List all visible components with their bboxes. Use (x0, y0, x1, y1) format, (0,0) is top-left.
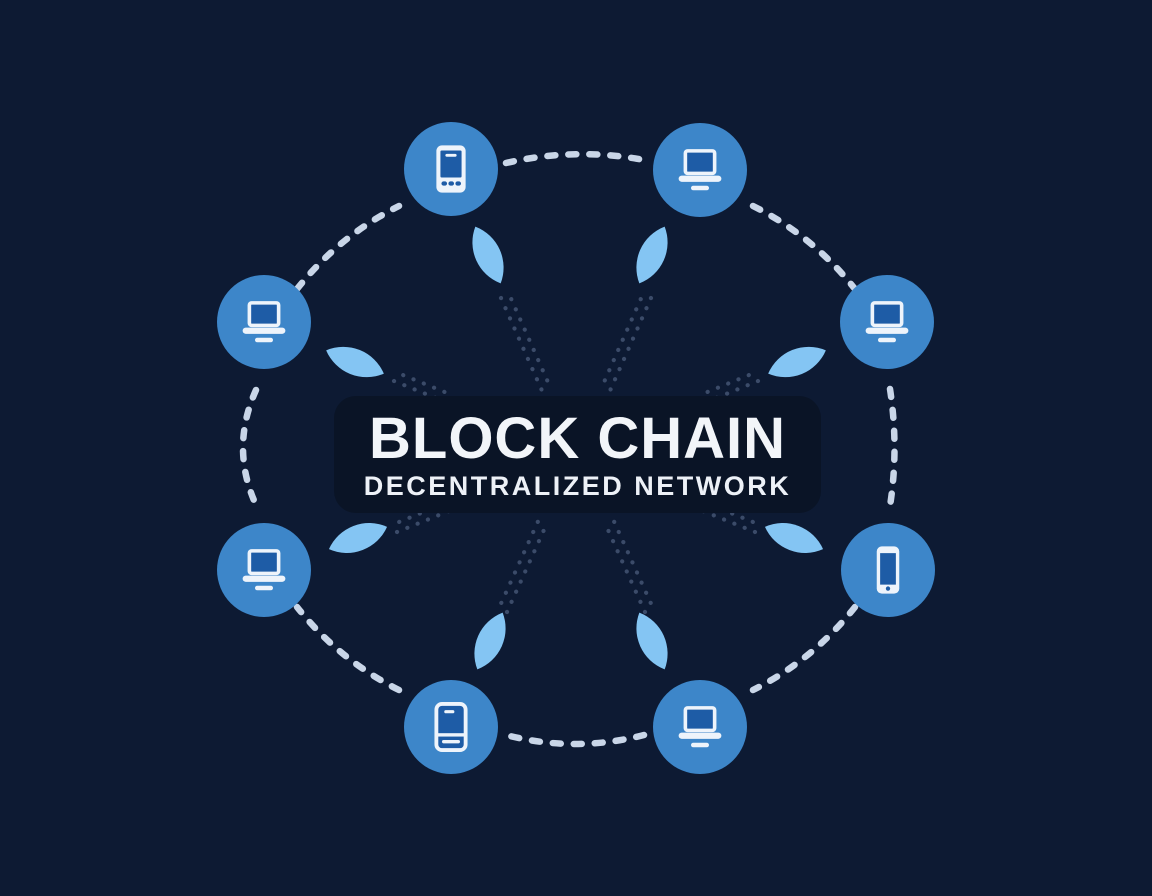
tablet-icon (434, 702, 468, 752)
dashed-arc-top-left (293, 202, 403, 293)
node-laptop-left-upper (217, 275, 311, 369)
node-laptop-top-right (653, 123, 747, 217)
smartphone-buttons-icon (436, 145, 466, 193)
dot-trails (391, 291, 761, 615)
page-title: BLOCK CHAIN (369, 405, 786, 471)
laptop-icon (242, 301, 286, 343)
dashed-arc-bottom-left (293, 603, 403, 694)
dashed-arc-left (239, 386, 260, 509)
node-tablet-bottom-left (404, 680, 498, 774)
page-subtitle: DECENTRALIZED NETWORK (363, 470, 792, 501)
dashed-arc-top-right (749, 202, 859, 293)
laptop-icon (242, 549, 286, 591)
smartphone-icon (876, 546, 900, 594)
dashed-arc-bottom-right (749, 603, 859, 694)
title-panel: BLOCK CHAIN DECENTRALIZED NETWORK (334, 396, 821, 513)
node-laptop-right-upper (840, 275, 934, 369)
dashed-arc-bottom (502, 731, 648, 748)
dashed-arc-right (886, 385, 898, 510)
node-laptop-bottom-right (653, 680, 747, 774)
node-smartphone-top-left (404, 122, 498, 216)
laptop-icon (678, 706, 722, 748)
laptop-icon (865, 301, 909, 343)
node-laptop-left-lower (217, 523, 311, 617)
dashed-arc-top (502, 150, 648, 167)
laptop-icon (678, 149, 722, 191)
node-smartphone-right-lower (841, 523, 935, 617)
